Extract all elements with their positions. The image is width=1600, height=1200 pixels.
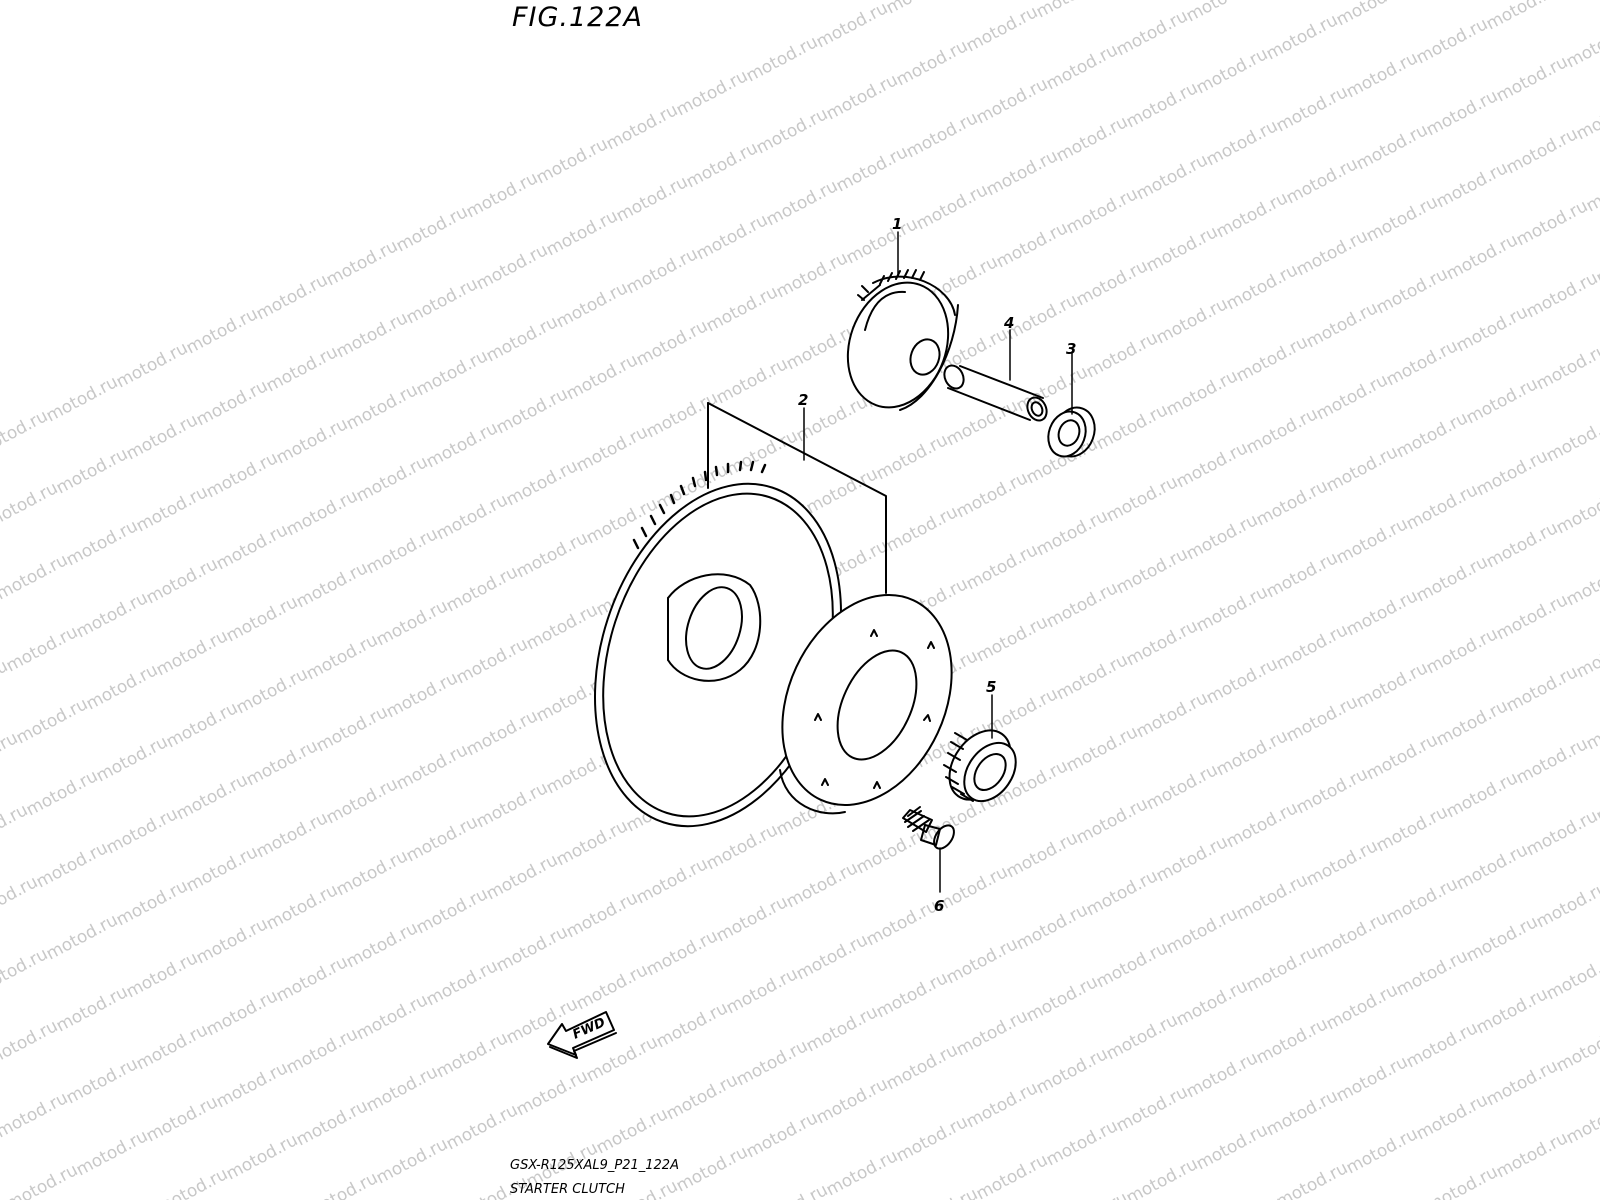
leader-lines: [803, 231, 1073, 893]
callout-6: 6: [934, 897, 944, 915]
callout-3: 3: [1066, 340, 1076, 358]
starter-idle-gear: [846, 269, 959, 411]
washer: [1047, 406, 1096, 458]
starter-driven-gear: [593, 402, 953, 828]
figure-title: FIG.122A: [512, 2, 644, 33]
starter-idle-shaft: [943, 364, 1048, 422]
one-way-clutch: [943, 729, 1017, 803]
hex-bolt: [902, 806, 955, 850]
callout-5: 5: [986, 678, 996, 696]
callout-4: 4: [1003, 314, 1014, 332]
figure-code: GSX-R125XAL9_P21_122A: [510, 1158, 679, 1173]
callout-2: 2: [798, 391, 808, 409]
callout-1: 1: [892, 215, 902, 233]
fwd-direction-arrow: [547, 1011, 617, 1059]
figure-name: STARTER CLUTCH: [510, 1182, 625, 1197]
